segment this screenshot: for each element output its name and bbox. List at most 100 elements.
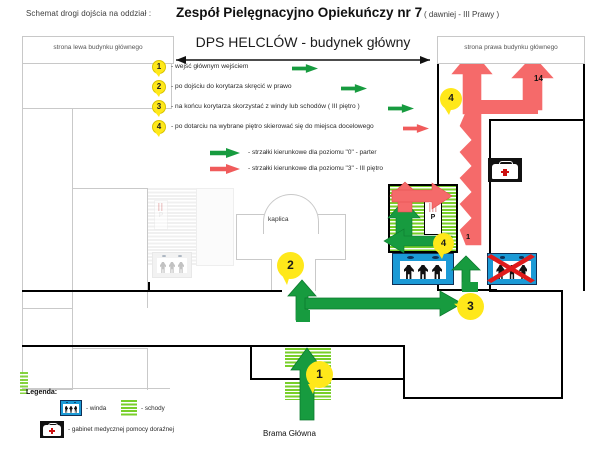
wall-outline (147, 348, 148, 390)
map-callout-3: 3 (452, 293, 487, 329)
wall-outline (72, 348, 148, 349)
legend: Legenda: - winda - schody - gabinet medy… (22, 388, 190, 440)
entrance-hall-wall (250, 345, 405, 347)
first-aid-icon (488, 158, 522, 182)
legend-separator (22, 388, 170, 389)
instruction-text: - po dojściu do korytarza skręcić w praw… (171, 83, 292, 90)
stairs-icon (121, 400, 137, 416)
right-outer-wall (583, 119, 585, 164)
right-side-caption: strona prawa budynku głównego (437, 36, 585, 64)
parking-sign-label: P (430, 213, 436, 221)
stairs-frame (388, 251, 458, 253)
corridor-wall (250, 345, 252, 379)
elevator-icon-disabled (486, 253, 537, 285)
instruction-item-3: 3 - na końcu korytarza skorzystać z wind… (152, 100, 452, 120)
instruction-text: - po dotarciu na wybrane piętro skierowa… (171, 123, 374, 130)
red-cross (500, 170, 510, 174)
elevator-cab (157, 258, 187, 274)
chapel-wall (315, 259, 316, 291)
instruction-item-4: 4 - po dotarciu na wybrane piętro skiero… (152, 120, 452, 140)
red-arrow-right-corridor (451, 49, 493, 246)
map-callout-1: 1 (306, 361, 336, 397)
entrance-hall-wall (403, 345, 405, 399)
legend-text-stairs: - schody (141, 405, 165, 412)
right-wing-wall (489, 290, 563, 292)
arrow-legend-item-green: - strzałki kierunkowe dla poziomu "0" - … (152, 146, 452, 162)
first-aid-icon (40, 421, 64, 438)
elevator-people (493, 261, 530, 280)
elevator-indicator (162, 254, 182, 258)
wall-outline (72, 188, 148, 189)
step-badge-4: 4 (152, 120, 167, 137)
room-number-14: 14 (534, 74, 543, 83)
right-wing-wall (561, 290, 563, 398)
arrow-legend-text: - strzałki kierunkowe dla poziomu "0" - … (248, 149, 377, 156)
elevator-indicator (407, 256, 439, 260)
medkit-handle (47, 423, 59, 427)
map-callout-4b: 4 (433, 233, 457, 263)
ghost-elevator-icon (152, 252, 192, 278)
building-title: DPS HELCLÓW - budynek główny (195, 34, 411, 50)
parking-label: P (158, 212, 164, 220)
arrow-legend-text: - strzałki kierunkowe dla poziomu "3" - … (248, 165, 384, 172)
map-callout-4a: 4 (440, 88, 464, 118)
step-badge-2: 2 (152, 80, 167, 97)
chapel-wall (236, 259, 272, 260)
red-cross (49, 430, 55, 432)
step-number: 4 (156, 122, 162, 131)
green-arrow-corridor (304, 290, 463, 317)
green-arrow-turn-right (287, 279, 317, 322)
medkit-handle (499, 161, 513, 166)
green-arrow-to-elevator (451, 255, 481, 292)
green-arrow-icon (292, 64, 318, 73)
corridor-wall-bottom (22, 345, 250, 347)
green-arrow-icon (341, 84, 367, 93)
chapel-label: kaplica (268, 216, 289, 223)
legend-title: Legenda: (26, 389, 58, 396)
wall-outline (171, 62, 172, 108)
callout-number: 3 (467, 299, 474, 313)
legend-text-elevator: - winda (86, 405, 107, 412)
page-header: Schemat drogi dojścia na oddział : Zespó… (0, 0, 604, 30)
ghost-parking-sign: P (154, 200, 168, 230)
callout-number: 2 (287, 258, 294, 272)
elevator-people (157, 258, 187, 274)
stairs-frame (388, 184, 458, 186)
legend-text-first-aid: - gabinet medycznej pomocy doraźnej (68, 426, 175, 433)
chapel-wall (271, 259, 272, 291)
arrow-legend-item-red: - strzałki kierunkowe dla poziomu "3" - … (152, 162, 452, 178)
room-number-1: 1 (466, 232, 471, 241)
stairs-frame (456, 184, 458, 252)
red-arrow-icon (403, 124, 429, 133)
chapel-wall (316, 259, 346, 260)
wall-outline (22, 62, 23, 390)
side-stairs (20, 372, 28, 394)
green-arrow-icon (388, 104, 414, 113)
instruction-list: 1 - wejść głównym wejściem 2 - po dojści… (152, 60, 452, 178)
corridor-wall (148, 282, 150, 292)
wall-outline (22, 389, 72, 390)
main-gate-label: Brama Główna (263, 429, 316, 438)
callout-number: 4 (448, 93, 454, 104)
wall-outline (147, 188, 148, 308)
step-badge-1: 1 (152, 60, 167, 77)
step-number: 2 (156, 82, 162, 91)
right-room-wall (489, 119, 491, 291)
ghost-room (196, 188, 234, 266)
callout-number: 4 (440, 238, 447, 249)
wall-outline (22, 308, 72, 309)
cross-out-icon (486, 254, 535, 284)
instruction-text: - na końcu korytarza skorzystać z windy … (171, 103, 360, 110)
left-side-caption: strona lewa budynku głównego (22, 36, 174, 64)
left-side-caption-label: strona lewa budynku głównego (53, 44, 143, 51)
red-arrow-branch (472, 55, 554, 114)
step-number: 3 (156, 102, 162, 111)
instruction-item-1: 1 - wejść głównym wejściem (152, 60, 452, 80)
red-arrow-stairs-right (391, 182, 453, 210)
elevator-indicator (65, 401, 77, 404)
elevator-people (63, 404, 79, 413)
wall-outline (22, 108, 172, 109)
callout-number: 1 (316, 367, 323, 381)
